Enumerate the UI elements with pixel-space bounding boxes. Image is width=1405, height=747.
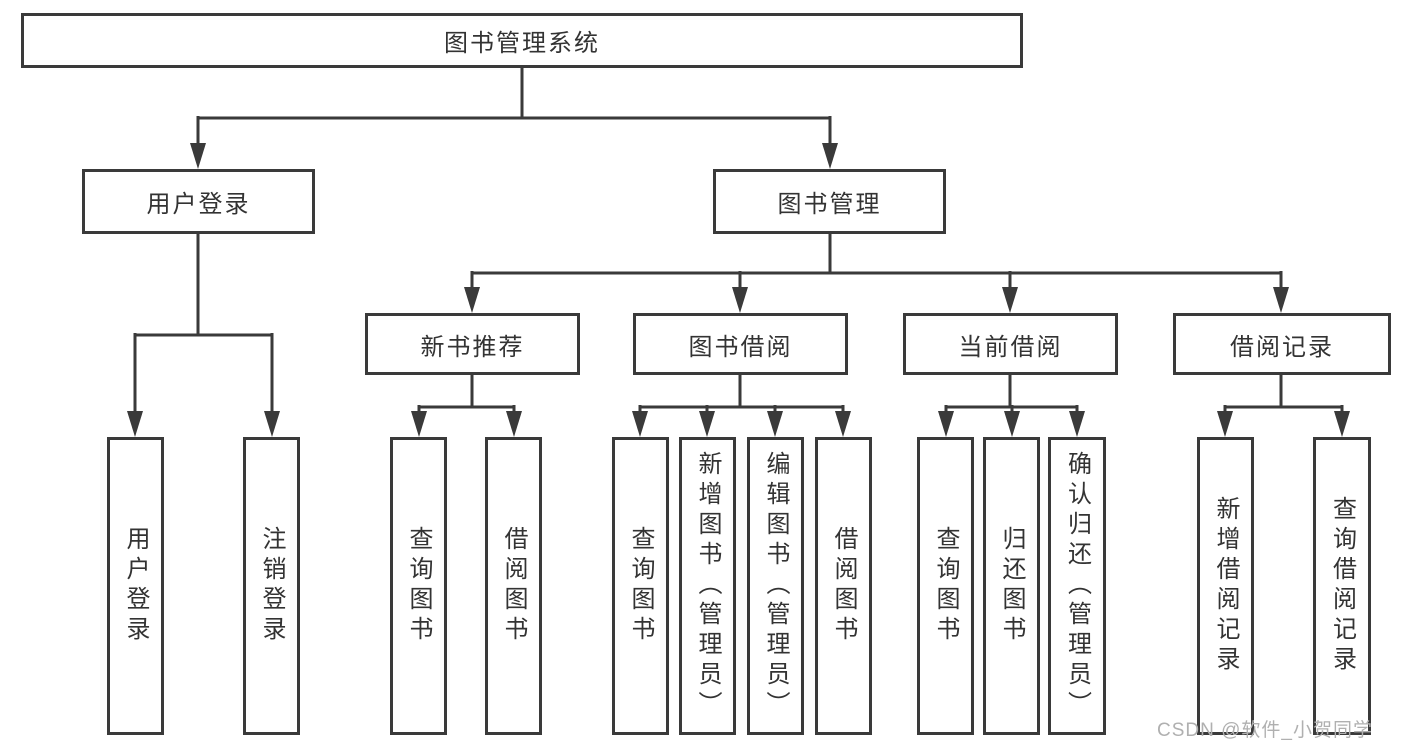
leaf-add-books-admin-label: 新增图书（管理员） xyxy=(694,451,721,721)
leaf-logout: 注销登录 xyxy=(243,437,300,735)
arrow-down-icon xyxy=(732,287,748,313)
leaf-query-books-borrow: 查询图书 xyxy=(612,437,669,735)
connector-book-borrow-to-leaves xyxy=(632,373,851,437)
leaf-edit-books-admin-label: 编辑图书（管理员） xyxy=(762,451,789,721)
node-user-login-label: 用户登录 xyxy=(146,191,251,218)
arrow-down-icon xyxy=(1334,411,1350,437)
connector-current-borrow-to-leaves xyxy=(938,373,1085,437)
arrow-down-icon xyxy=(1002,287,1018,313)
node-current-borrow-label: 当前借阅 xyxy=(958,333,1063,361)
arrow-down-icon xyxy=(506,411,522,437)
leaf-query-books-recommend: 查询图书 xyxy=(390,437,447,735)
arrow-down-icon xyxy=(190,143,206,169)
node-root: 图书管理系统 xyxy=(21,13,1023,68)
csdn-watermark: CSDN @软件_小贺同学 xyxy=(1157,720,1373,741)
leaf-query-books-recommend-label: 查询图书 xyxy=(405,526,432,646)
connector-borrow-records-to-leaves xyxy=(1217,373,1350,437)
leaf-query-books-current-label: 查询图书 xyxy=(932,526,959,646)
arrow-down-icon xyxy=(699,411,715,437)
arrow-down-icon xyxy=(835,411,851,437)
leaf-query-borrow-record-label: 查询借阅记录 xyxy=(1328,496,1356,676)
leaf-query-borrow-record: 查询借阅记录 xyxy=(1313,437,1371,735)
arrow-down-icon xyxy=(632,411,648,437)
node-current-borrow: 当前借阅 xyxy=(903,313,1118,375)
leaf-user-login: 用户登录 xyxy=(107,437,164,735)
leaf-edit-books-admin: 编辑图书（管理员） xyxy=(747,437,804,735)
leaf-logout-label: 注销登录 xyxy=(258,526,285,646)
leaf-borrow-books-recommend-label: 借阅图书 xyxy=(500,526,527,646)
arrow-down-icon xyxy=(767,411,783,437)
leaf-confirm-return-admin: 确认归还（管理员） xyxy=(1048,437,1106,735)
arrow-down-icon xyxy=(938,411,954,437)
arrow-down-icon xyxy=(1273,287,1289,313)
arrow-down-icon xyxy=(1217,411,1233,437)
node-book-borrow-label: 图书借阅 xyxy=(688,333,793,361)
arrow-down-icon xyxy=(127,411,143,437)
node-new-book-recommend: 新书推荐 xyxy=(365,313,580,375)
node-borrow-records: 借阅记录 xyxy=(1173,313,1391,375)
leaf-borrow-books-recommend: 借阅图书 xyxy=(485,437,542,735)
node-book-borrow: 图书借阅 xyxy=(633,313,848,375)
leaf-return-books: 归还图书 xyxy=(983,437,1040,735)
arrow-down-icon xyxy=(264,411,280,437)
arrow-down-icon xyxy=(822,143,838,169)
leaf-return-books-label: 归还图书 xyxy=(998,526,1025,646)
leaf-confirm-return-admin-label: 确认归还（管理员） xyxy=(1063,451,1091,721)
leaf-add-borrow-record: 新增借阅记录 xyxy=(1197,437,1254,735)
connector-user-login-to-leaves xyxy=(127,232,280,437)
leaf-borrow-books-label: 借阅图书 xyxy=(830,526,857,646)
leaf-add-books-admin: 新增图书（管理员） xyxy=(679,437,736,735)
leaf-user-login-label: 用户登录 xyxy=(122,526,149,646)
node-new-book-recommend-label: 新书推荐 xyxy=(420,333,525,361)
arrow-down-icon xyxy=(1004,411,1020,437)
arrow-down-icon xyxy=(1069,411,1085,437)
arrow-down-icon xyxy=(411,411,427,437)
leaf-query-books-current: 查询图书 xyxy=(917,437,974,735)
leaf-query-books-borrow-label: 查询图书 xyxy=(627,526,654,646)
node-book-management-label: 图书管理 xyxy=(777,191,882,218)
node-root-label: 图书管理系统 xyxy=(444,30,600,57)
node-user-login: 用户登录 xyxy=(82,169,315,234)
connector-new-book-recommend-to-leaves xyxy=(411,373,522,437)
node-borrow-records-label: 借阅记录 xyxy=(1230,333,1334,361)
leaf-add-borrow-record-label: 新增借阅记录 xyxy=(1212,496,1239,676)
leaf-borrow-books: 借阅图书 xyxy=(815,437,872,735)
connector-root-to-level2 xyxy=(190,66,838,169)
connector-book-management-to-level3 xyxy=(464,232,1289,313)
node-book-management: 图书管理 xyxy=(713,169,946,234)
arrow-down-icon xyxy=(464,287,480,313)
